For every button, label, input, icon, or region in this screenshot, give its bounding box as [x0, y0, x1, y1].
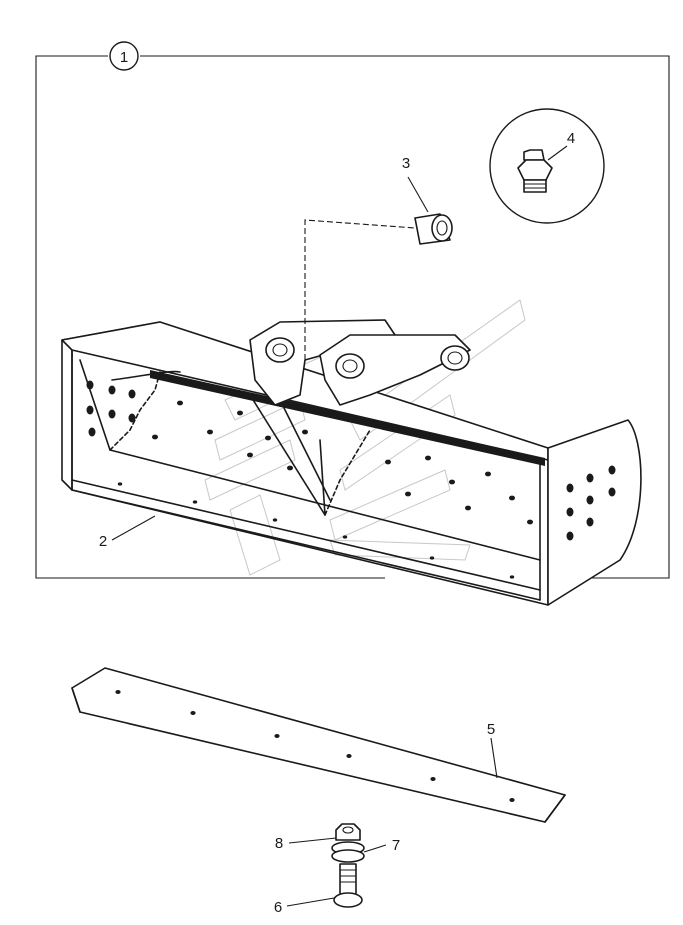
callout-3: 3	[402, 155, 410, 172]
assembly-frame: 1	[35, 41, 670, 579]
callout-5: 5	[487, 721, 495, 738]
callout-7: 7	[392, 837, 400, 854]
callout-4: 4	[567, 130, 575, 147]
fastener-set	[331, 823, 365, 908]
cutting-edge	[71, 667, 566, 823]
leader-lines	[111, 145, 568, 907]
callout-8: 8	[275, 835, 283, 852]
grease-nipple	[489, 108, 605, 224]
bucket	[61, 319, 642, 606]
callout-1: 1	[120, 49, 128, 66]
bottom-edge-holes	[117, 482, 515, 579]
back-wall-holes	[152, 400, 533, 525]
bushing	[304, 213, 453, 360]
right-plate-holes	[566, 465, 616, 541]
callout-2: 2	[99, 533, 107, 550]
callout-6: 6	[274, 899, 282, 916]
left-plate-holes	[86, 380, 136, 437]
